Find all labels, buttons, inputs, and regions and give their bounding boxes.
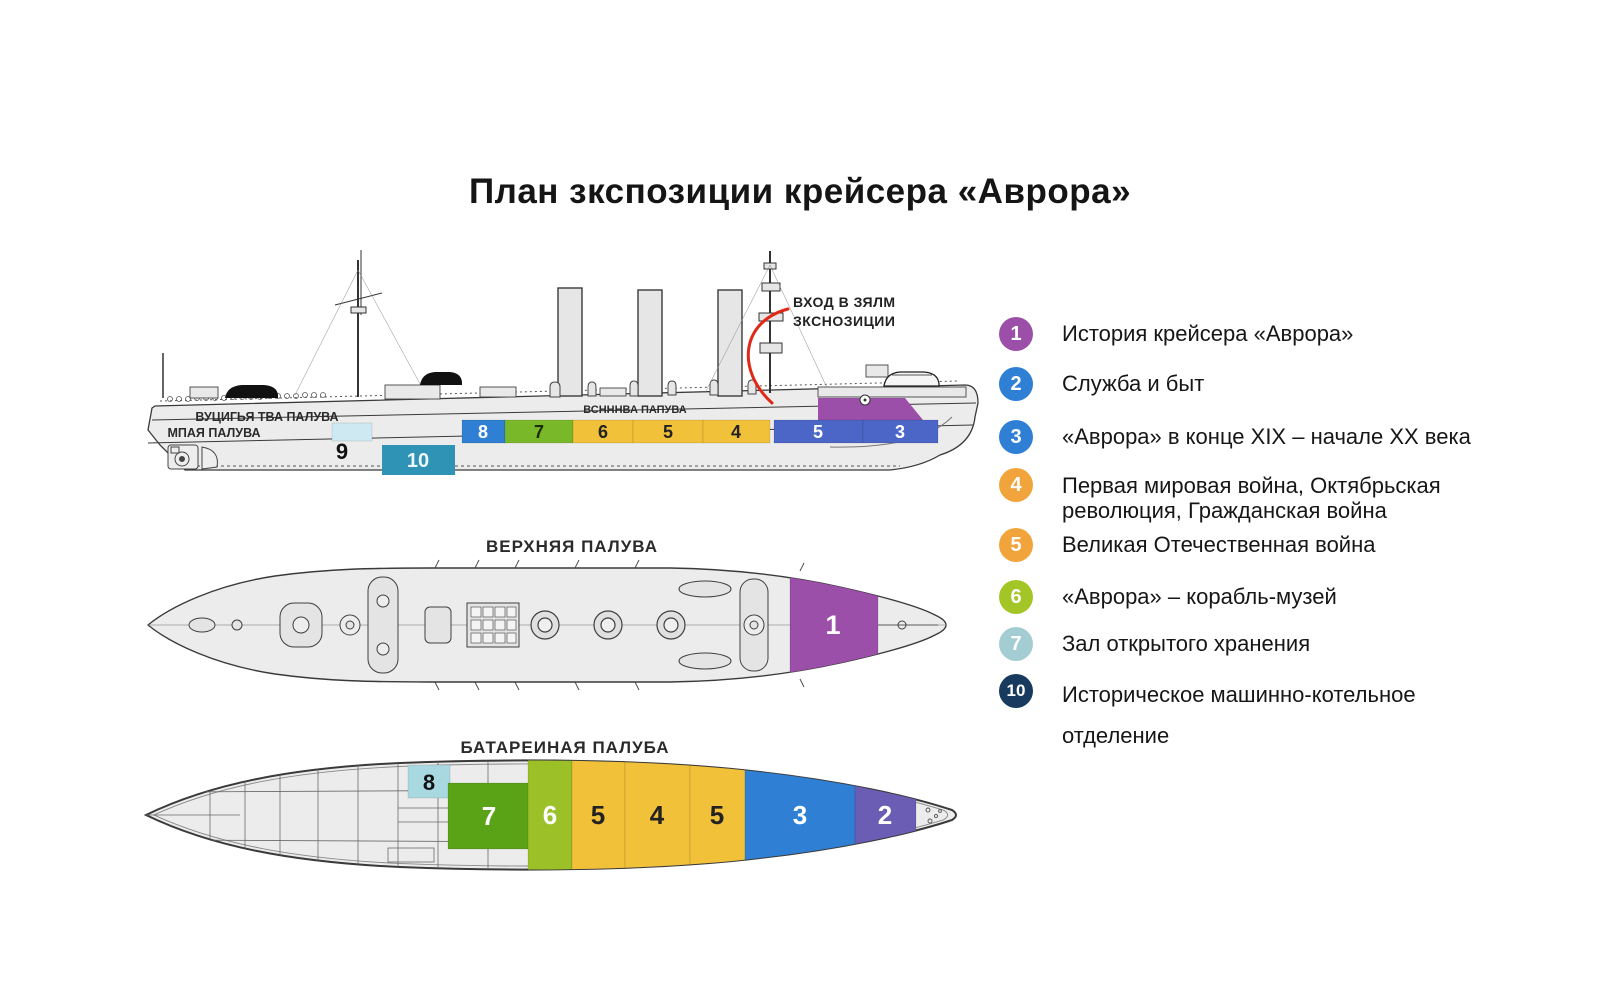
region-entrance-purple	[818, 398, 923, 420]
room-5a	[571, 760, 626, 870]
legend-item-3: 3 «Аврора» в конце XIX – начале XX века	[999, 420, 1471, 454]
legend-item-4: 4 Первая мировая война, Октябрьская рево…	[999, 468, 1441, 523]
battery-room-numbers: 8 7 6 5 4 5 3 2	[423, 770, 892, 831]
legend-text-7: Зал открытого хранения	[1062, 631, 1311, 656]
lifeboat-black-2	[420, 372, 462, 385]
anchor-detail	[167, 444, 218, 470]
upper-deck-label: ВЕРХНЯЯ ПАЛУВА	[486, 537, 658, 556]
legend-text-3: «Аврора» в конце XIX – начале XX века	[1062, 424, 1471, 449]
legend-item-6: 6 «Аврора» – корабль-музей	[999, 580, 1337, 614]
upper-deck-diagram: 1	[146, 559, 947, 691]
legend-item-1: 1 История крейсера «Аврора»	[999, 317, 1353, 351]
davits	[434, 559, 805, 691]
entrance-arrow	[746, 307, 790, 405]
lifeboat-stern	[883, 371, 940, 387]
svg-text:8: 8	[478, 422, 488, 442]
segment-4	[702, 419, 771, 444]
compartment-lines	[146, 762, 571, 868]
legend-item-5: 5 Великая Отечественная война	[999, 528, 1375, 562]
legend-badge-10: 10	[999, 674, 1033, 708]
legend-badge-7: 7	[999, 627, 1033, 661]
foremast	[294, 250, 426, 397]
legend-badge-1: 1	[999, 317, 1033, 351]
deck-structures	[189, 364, 967, 400]
side-deck-label-top: ВУЦИГЬЯ ТВА ПАЛУВА	[195, 410, 338, 424]
legend-item-10: 10 Историческое машинно-котельное отделе…	[999, 674, 1416, 756]
side-deck-label-bottom: МПАЯ ПАЛУВА	[167, 426, 260, 440]
legend-badge-5: 5	[999, 528, 1033, 562]
entrance-label-line1: ВХОД В ЗЯЛМ	[793, 294, 896, 310]
room-8	[407, 764, 451, 799]
svg-text:4: 4	[731, 422, 741, 442]
deck-fitting-dot	[863, 398, 867, 402]
side-exposition-strip	[331, 419, 939, 444]
room-4	[624, 760, 691, 870]
side-deck-label-mid: ВСНННВА ПАПУВА	[583, 404, 687, 416]
side-view-diagram: ВУЦИГЬЯ ТВА ПАЛУВА МПАЯ ПАЛУВА ВСНННВА П…	[147, 250, 979, 475]
entrance-label-line2: ЗКСНОЗИЦИИ	[793, 313, 895, 329]
svg-text:8: 8	[423, 770, 435, 795]
legend-text-2: Служба и быт	[1062, 371, 1205, 396]
page-title: План зкспозиции крейсера «Аврора»	[468, 172, 1132, 211]
side-strip-numbers: 8 7 6 5 4 5 3	[478, 422, 905, 442]
ventilator-cowls	[549, 379, 757, 398]
legend-text-4: Первая мировая война, Октябрьская револю…	[1062, 473, 1441, 523]
segment-9-number: 9	[336, 439, 348, 464]
svg-text:3: 3	[895, 422, 905, 442]
legend-badge-4: 4	[999, 468, 1033, 502]
segment-3	[862, 419, 939, 444]
segment-10-number: 10	[407, 450, 429, 472]
legend-text-10: Историческое машинно-котельное отделение	[1062, 682, 1416, 748]
room-6	[527, 760, 573, 870]
segment-10-box	[382, 445, 455, 475]
legend-item-7: 7 Зал открытого хранения	[999, 627, 1310, 661]
legend-text-1: История крейсера «Аврора»	[1062, 321, 1354, 346]
svg-text:2: 2	[878, 800, 892, 830]
svg-text:7: 7	[482, 801, 496, 831]
funnels	[557, 287, 743, 397]
region-1-number: 1	[825, 610, 840, 640]
battery-deck-diagram: 8 7 6 5 4 5 3 2	[143, 759, 957, 871]
legend-badge-6: 6	[999, 580, 1033, 614]
svg-text:7: 7	[534, 422, 544, 442]
legend-text-5: Великая Отечественная война	[1062, 532, 1376, 557]
svg-text:6: 6	[598, 422, 608, 442]
svg-text:5: 5	[710, 800, 724, 830]
legend-badge-3: 3	[999, 420, 1033, 454]
segment-9-box	[331, 422, 373, 442]
legend-item-2: 2 Служба и быт	[999, 367, 1204, 401]
skylight-grid	[470, 606, 517, 644]
legend-badge-2: 2	[999, 367, 1033, 401]
legend-text-6: «Аврора» – корабль-музей	[1062, 584, 1337, 609]
svg-text:3: 3	[793, 800, 807, 830]
svg-text:5: 5	[591, 800, 605, 830]
battery-deck-label: БАТАРЕИНАЯ ПАЛУБА	[460, 738, 670, 757]
svg-text:5: 5	[813, 422, 823, 442]
room-5b	[689, 760, 746, 870]
deck-railing	[159, 380, 959, 402]
stern-detail-dots	[925, 807, 942, 824]
funnel-bases	[530, 610, 686, 640]
lifeboat-black-1	[225, 385, 278, 398]
svg-text:4: 4	[650, 800, 665, 830]
svg-text:6: 6	[543, 800, 557, 830]
svg-text:5: 5	[663, 422, 673, 442]
